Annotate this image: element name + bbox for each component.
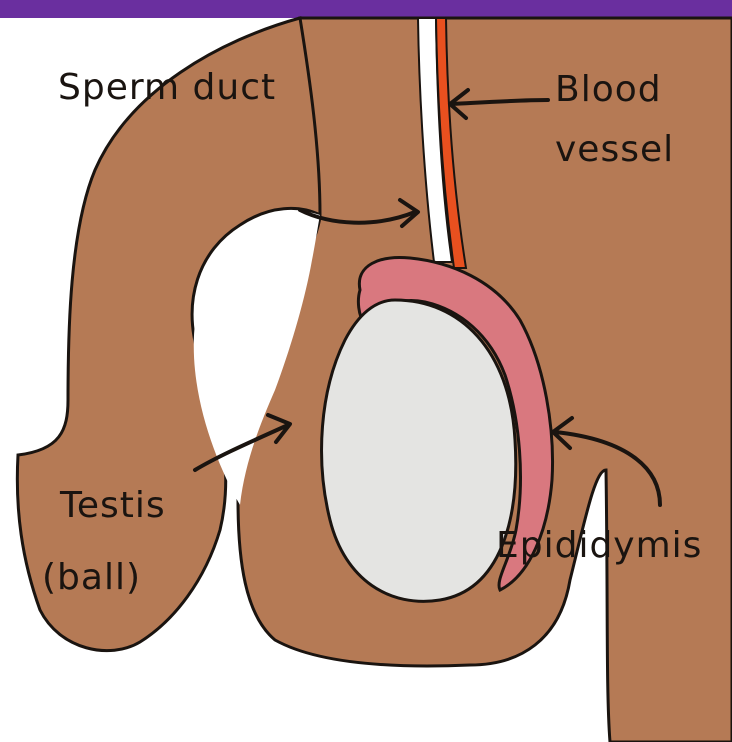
testis-shape <box>322 300 516 601</box>
label-epididymis: Epididymis <box>496 526 702 566</box>
label-blood-vessel-line2: vessel <box>555 130 674 170</box>
label-testis-line2: (ball) <box>42 558 141 598</box>
label-sperm-duct: Sperm duct <box>58 68 276 108</box>
label-testis-line1: Testis <box>60 486 166 526</box>
label-blood-vessel-line1: Blood <box>555 70 662 110</box>
